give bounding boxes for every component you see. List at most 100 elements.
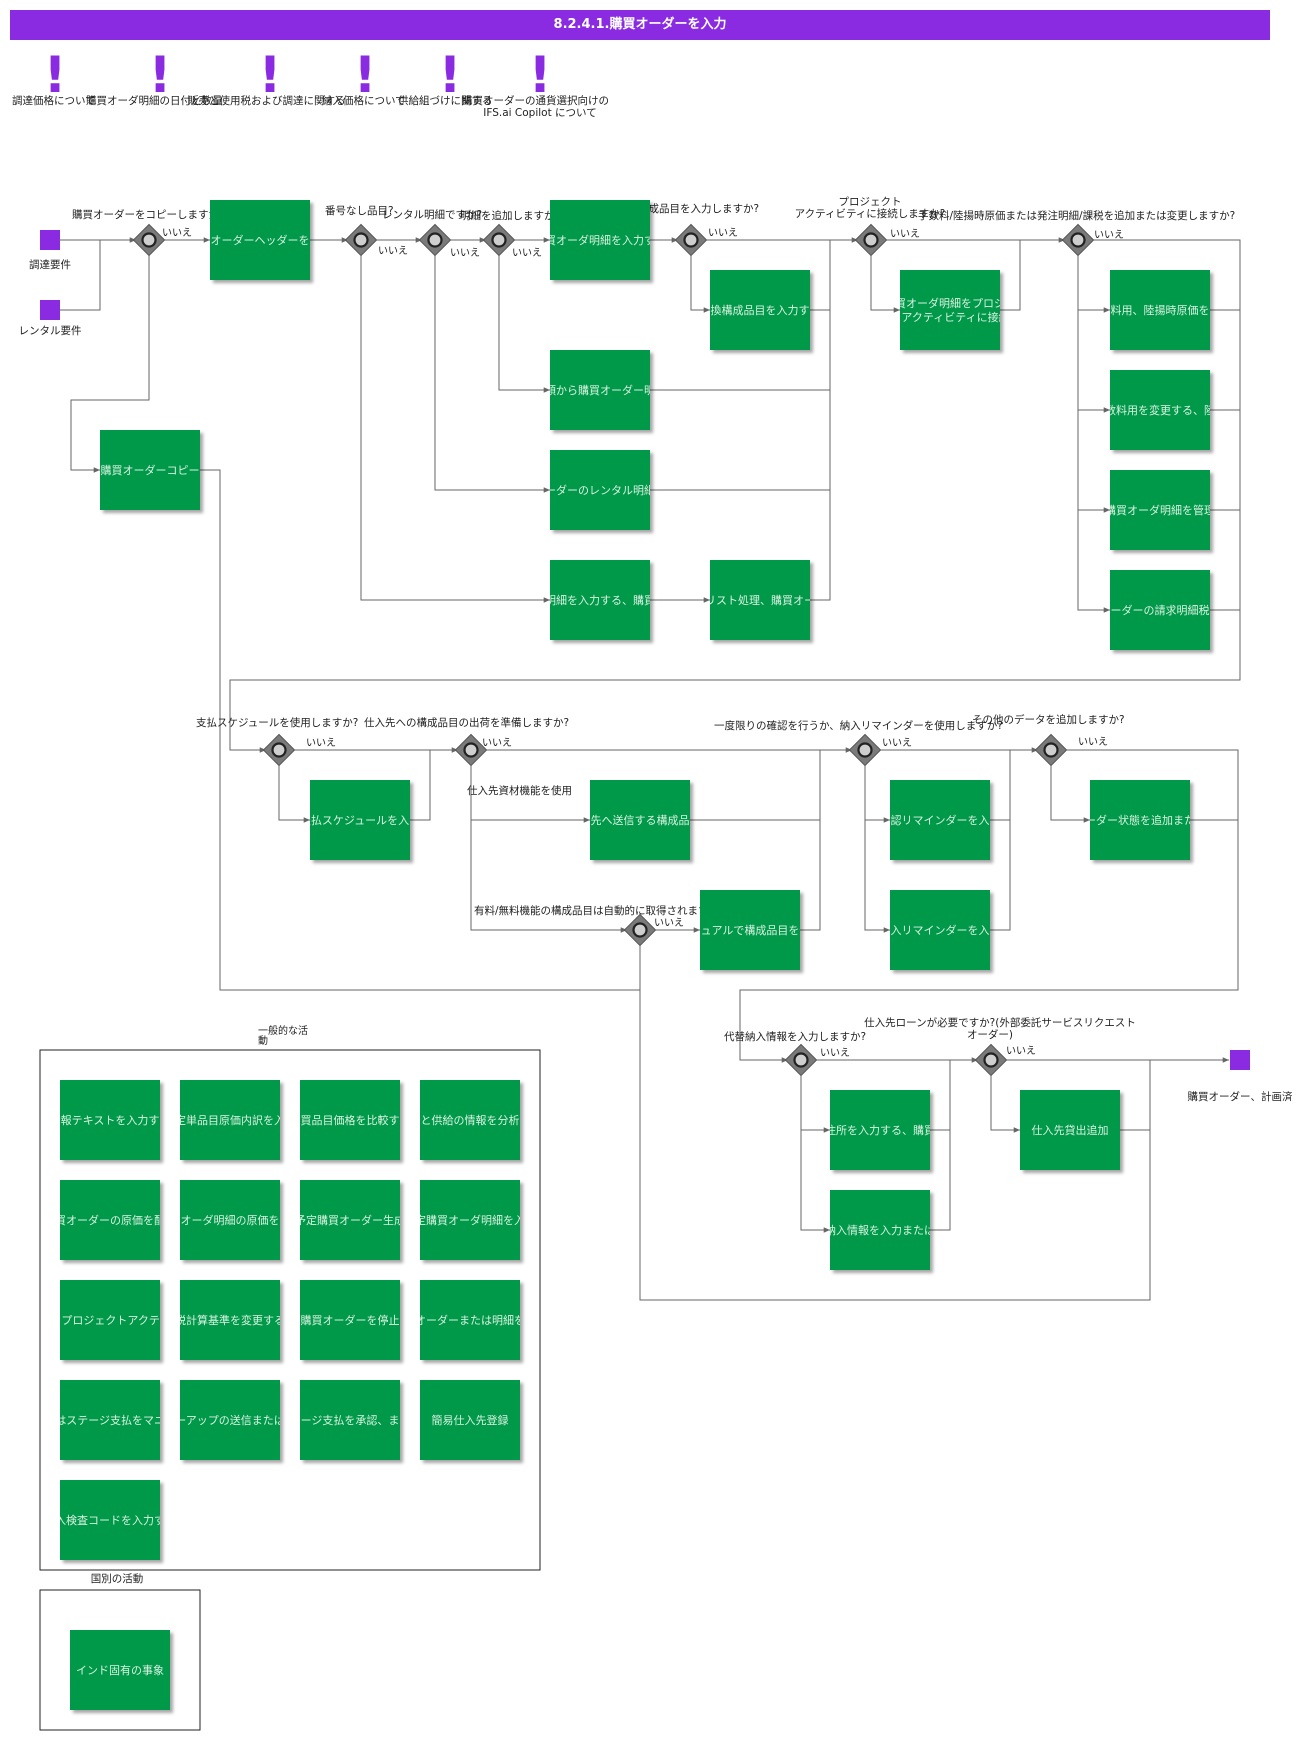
exclamation-icon[interactable]: ! <box>259 46 282 104</box>
activity-rental[interactable]: オーダーのレンタル明細を <box>534 450 666 530</box>
activity-label: 納入リマインダーを入力 <box>880 923 1001 937</box>
general-item[interactable]: 購買オーダ明細をプロジェクトアクティビティから切断 <box>0 1280 247 1360</box>
activity-manual[interactable]: マニュアルで構成品目を追加 <box>679 890 822 970</box>
start-event[interactable] <box>40 230 60 250</box>
activity-label: 購買品目価格を比較する <box>290 1113 411 1127</box>
gateway[interactable] <box>344 223 378 257</box>
activity-confirm[interactable]: 確認リマインダーを入力 <box>880 780 1001 860</box>
gateway[interactable] <box>848 733 882 767</box>
general-item[interactable]: 購買オーダーの原価を配賦 <box>44 1180 176 1260</box>
gateway[interactable] <box>623 913 657 947</box>
general-item[interactable]: 税計算基準を変更する <box>175 1280 285 1360</box>
general-item[interactable]: 簡易仕入先登録 <box>420 1380 520 1460</box>
activity-label: 住所を入力する、購買 <box>825 1123 935 1137</box>
gateway[interactable] <box>1061 223 1095 257</box>
no-label: いいえ <box>1078 736 1108 748</box>
no-label: いいえ <box>162 227 192 239</box>
gateway[interactable] <box>854 223 888 257</box>
activity-status[interactable]: オーダー状態を追加または <box>1074 780 1206 860</box>
activity-label: インド固有の事象 <box>76 1663 164 1677</box>
activity-header[interactable]: 購買オーダーヘッダーを入力 <box>189 200 332 280</box>
general-group-title: 一般的な活 <box>258 1024 308 1037</box>
no-label: いいえ <box>306 737 336 749</box>
start-event-label: 調達要件 <box>29 258 71 271</box>
activity-loan[interactable]: 仕入先貸出追加 <box>1020 1090 1120 1170</box>
note-label[interactable]: IFS.ai Copilot について <box>483 107 596 119</box>
activity-label: 仕入先貸出追加 <box>1032 1123 1109 1137</box>
gateway[interactable] <box>784 1043 818 1077</box>
note-label[interactable]: 購買オーダーの通貨選択向けの <box>462 94 609 107</box>
gateway[interactable] <box>262 733 296 767</box>
general-item[interactable]: 情報テキストを入力する <box>50 1080 171 1160</box>
exclamation-icon[interactable]: ! <box>529 46 552 104</box>
exclamation-icon[interactable]: ! <box>439 46 462 104</box>
gateway[interactable] <box>1034 733 1068 767</box>
activity-exchange[interactable]: 交換構成品目を入力する <box>700 270 821 350</box>
activity-charge-4[interactable]: オーダーの請求明細税を <box>1100 570 1221 650</box>
gateway[interactable] <box>418 223 452 257</box>
activity-label: 購買オーダ明細を入力する <box>534 233 666 247</box>
general-item[interactable]: 予定購買オーダ明細を入力 <box>404 1180 536 1260</box>
gateway-question: その他のデータを追加しますか? <box>972 713 1125 726</box>
activity-schedule[interactable]: 支払スケジュールを入力 <box>300 780 420 860</box>
start-event[interactable] <box>40 300 60 320</box>
gateway[interactable] <box>482 223 516 257</box>
activity-label: 予定単品目原価内訳を入力 <box>164 1113 296 1127</box>
note-label[interactable]: 販売と使用税および調達に関する <box>188 94 346 107</box>
general-item[interactable]: ステージ支払を承認、または <box>279 1380 422 1460</box>
gateway-question: 一度限りの確認を行うか、納入リマインダーを使用しますか? <box>714 719 1003 732</box>
general-item[interactable]: 購買オーダーを停止 <box>300 1280 400 1360</box>
activity-charge-2[interactable]: 手数料用を変更する、陸揚 <box>1094 370 1226 450</box>
no-label: いいえ <box>890 228 920 240</box>
note-label[interactable]: 納入価格について <box>322 94 406 107</box>
note-label[interactable]: 供給組づけに関する <box>398 94 493 107</box>
gateway-question: 有料/無料機能の構成品目は自動的に取得されますか? <box>474 904 725 917</box>
gateway[interactable] <box>132 223 166 257</box>
general-item[interactable]: 購買オーダーまたは明細を取消 <box>393 1280 547 1360</box>
gateway-question: プロジェクト <box>839 196 902 208</box>
activity-label: 確認リマインダーを入力 <box>880 813 1001 827</box>
activity-label: 情報テキストを入力する <box>50 1114 171 1127</box>
gateway-question: 代替納入情報を入力しますか? <box>724 1030 866 1043</box>
exclamation-icon[interactable]: ! <box>354 46 377 104</box>
activity-delivery-info[interactable]: 納入情報を入力または <box>825 1190 935 1270</box>
activity-label: 納入情報を入力または <box>825 1224 935 1237</box>
activity-label: 予定購買オーダ明細を入力 <box>404 1213 536 1227</box>
activity-nopart[interactable]: 明細を入力する、購買 <box>545 560 655 640</box>
activity-project[interactable]: 購買オーダ明細をプロジェ クトアクティビティに接続す <box>879 270 1020 350</box>
activity-address[interactable]: 住所を入力する、購買 <box>825 1090 935 1170</box>
note-label[interactable]: 調達価格について <box>12 94 96 107</box>
general-item[interactable]: 前払またはステージ支払をマニュアルで <box>11 1380 208 1460</box>
activity-label: フローアップの送信または承認 <box>153 1413 307 1427</box>
gateway-question: 明細を追加しますか? <box>460 209 560 222</box>
activity-copy[interactable]: 購買オーダーコピー <box>100 430 200 510</box>
activity-list[interactable]: リスト処理、購買オー <box>705 560 815 640</box>
gateway[interactable] <box>674 223 708 257</box>
note-label[interactable]: 購買オーダ明細の日付と数量 <box>86 94 223 107</box>
activity-label: 予定購買オーダー生成 <box>295 1213 405 1227</box>
general-item[interactable]: フローアップの送信または承認 <box>153 1380 307 1460</box>
activity-line[interactable]: 購買オーダ明細を入力する <box>534 200 666 280</box>
activity-label: 手数料用、陸揚時原価を追加 <box>1089 303 1232 317</box>
general-item[interactable]: 需要と供給の情報を分析する <box>399 1080 542 1160</box>
country-item[interactable]: インド固有の事象 <box>70 1630 170 1710</box>
general-item[interactable]: 購買品目価格を比較する <box>290 1080 411 1160</box>
exclamation-icon[interactable]: ! <box>44 46 67 104</box>
gateway-question: 番号なし品目? <box>325 205 394 217</box>
general-item[interactable]: 購入検査コードを入力する <box>44 1480 176 1560</box>
general-item[interactable]: 購買オーダ明細の原価を配賦 <box>159 1180 302 1260</box>
activity-label: ステージ支払を承認、または <box>279 1413 422 1427</box>
end-event[interactable] <box>1230 1050 1250 1070</box>
activity-delivery-reminder[interactable]: 納入リマインダーを入力 <box>880 890 1001 970</box>
general-item[interactable]: 予定単品目原価内訳を入力 <box>164 1080 296 1160</box>
gateway[interactable] <box>974 1043 1008 1077</box>
activity-charge-3[interactable]: 購買オーダ明細を管理 <box>1105 470 1215 550</box>
activity-req[interactable]: 依頼から購買オーダー明細 <box>534 350 666 430</box>
end-event-label: 購買オーダー、計画済 <box>1188 1090 1293 1103</box>
general-item[interactable]: 予定購買オーダー生成 <box>295 1180 405 1260</box>
gateway-question: 仕入先資材機能を使用 <box>467 784 572 797</box>
activity-label: 依頼から購買オーダー明細 <box>534 383 666 397</box>
activity-charge-1[interactable]: 手数料用、陸揚時原価を追加 <box>1089 270 1232 350</box>
activity-supply[interactable]: 仕入先へ送信する構成品目を <box>569 780 712 860</box>
exclamation-icon[interactable]: ! <box>149 46 172 104</box>
